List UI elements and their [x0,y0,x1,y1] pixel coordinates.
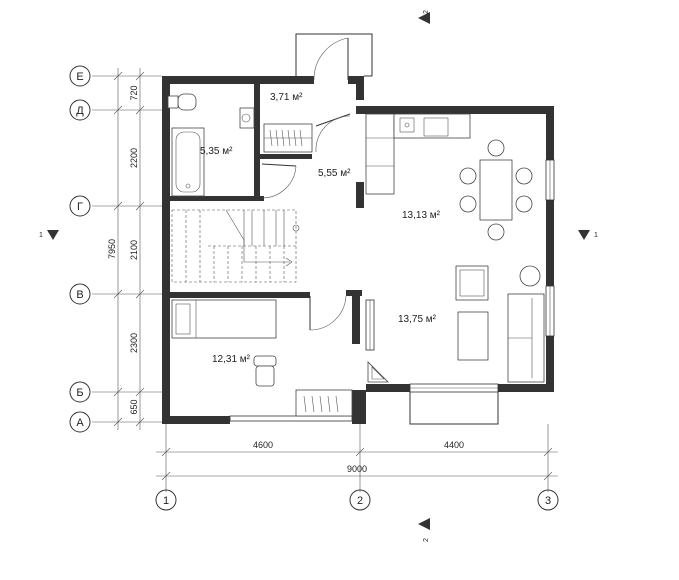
toilet [167,93,197,111]
dim-left-1: 720 [129,85,139,100]
hall-area: 5,55 м² [318,168,351,179]
bed [171,299,277,339]
section-mark-left-label: 1 [39,232,43,239]
section-mark-left: 1 [39,230,59,240]
sink-bath [239,107,255,129]
exterior-walls [162,76,554,424]
axis-label-a: А [76,417,84,429]
wc-area: 3,71 м² [270,92,303,103]
section-mark-bottom-label: 2 [423,538,430,542]
dimensions-bottom: 4600 4400 9000 [253,440,464,474]
sofa [507,293,545,383]
staircase [171,209,300,283]
bathtub [171,127,205,197]
axis-label-d: Д [76,105,84,117]
bedroom-area: 12,31 м² [212,354,251,365]
dimensions-left: 720 2200 2100 2300 650 7950 [107,85,139,414]
armchair [455,265,489,301]
kitchen-counter [365,113,471,195]
desk-chair [253,355,277,387]
dining-table [459,139,533,241]
section-mark-top-label: 2 [423,10,430,14]
axis-label-3: 3 [545,495,551,507]
doors [261,37,351,331]
axis-label-b: Б [76,387,83,399]
living-area: 13,75 м² [398,314,437,325]
section-mark-top: 2 [418,10,430,24]
axis-label-v: В [76,289,83,301]
kitchen-area: 13,13 м² [402,210,441,221]
dim-bottom-2: 4400 [444,440,464,450]
axis-label-1: 1 [163,495,169,507]
axis-label-e: Е [76,71,83,83]
dim-left-2: 2200 [129,148,139,168]
lamp [519,265,541,287]
terrace [409,392,499,425]
bath-area: 5,35 м² [200,146,233,157]
axis-lines-left [92,68,162,430]
axis-label-2: 2 [357,495,363,507]
axis-label-g: Г [77,201,83,213]
corner-table [367,361,389,383]
dim-bottom-total: 9000 [347,464,367,474]
dim-left-total: 7950 [107,239,117,259]
section-mark-right-label: 1 [594,232,598,239]
section-mark-bottom: 2 [418,518,430,542]
axis-lines-bottom [156,424,558,492]
axis-bubbles-bottom: 1 2 3 [155,489,559,511]
axis-bubbles-left: Е Д Г В Б А [69,65,91,433]
coffee-table [457,311,489,361]
dim-bottom-1: 4600 [253,440,273,450]
windows [229,159,555,422]
entrance-porch [295,33,373,77]
dim-left-5: 650 [129,399,139,414]
dim-left-3: 2100 [129,240,139,260]
wardrobe-bedroom [295,389,353,417]
section-mark-right: 1 [578,230,598,240]
interior-walls [162,76,364,344]
wardrobe-hall [263,123,313,153]
dim-left-4: 2300 [129,333,139,353]
